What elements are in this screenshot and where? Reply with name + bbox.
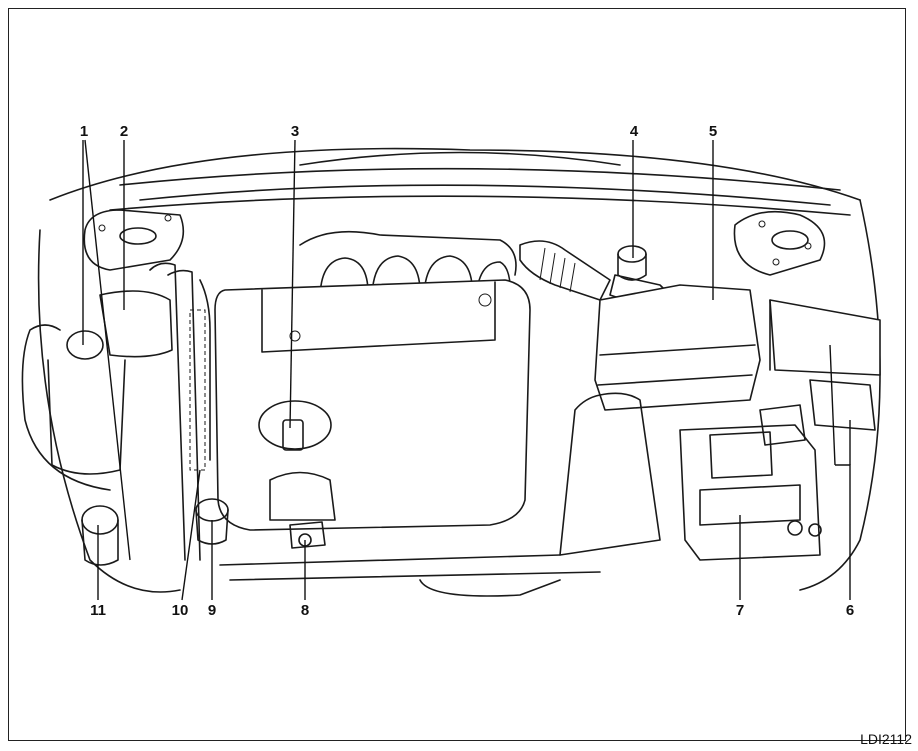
intake-snorkel bbox=[559, 392, 661, 556]
callout-3: 3 bbox=[290, 123, 300, 140]
callout-1: 1 bbox=[79, 123, 89, 140]
hood-outline bbox=[37, 147, 881, 593]
fuse-relay-box bbox=[769, 299, 881, 431]
right-strut-tower bbox=[733, 210, 826, 276]
figure-code: LDI2112 bbox=[860, 731, 912, 747]
air-cleaner-box bbox=[594, 284, 761, 411]
callout-10: 10 bbox=[171, 602, 189, 619]
left-strut-tower bbox=[83, 209, 185, 271]
callout-4: 4 bbox=[629, 123, 639, 140]
intake-manifold bbox=[299, 230, 517, 301]
callout-leaders bbox=[82, 139, 851, 601]
battery bbox=[679, 404, 822, 561]
callout-9: 9 bbox=[207, 602, 217, 619]
air-intake-duct bbox=[519, 240, 611, 301]
engine-cover bbox=[214, 279, 531, 531]
callout-7: 7 bbox=[735, 602, 745, 619]
left-components bbox=[21, 262, 601, 597]
callout-2: 2 bbox=[119, 123, 129, 140]
callout-11: 11 bbox=[90, 602, 106, 619]
callout-5: 5 bbox=[708, 123, 718, 140]
callout-6: 6 bbox=[845, 602, 855, 619]
callout-8: 8 bbox=[300, 602, 310, 619]
